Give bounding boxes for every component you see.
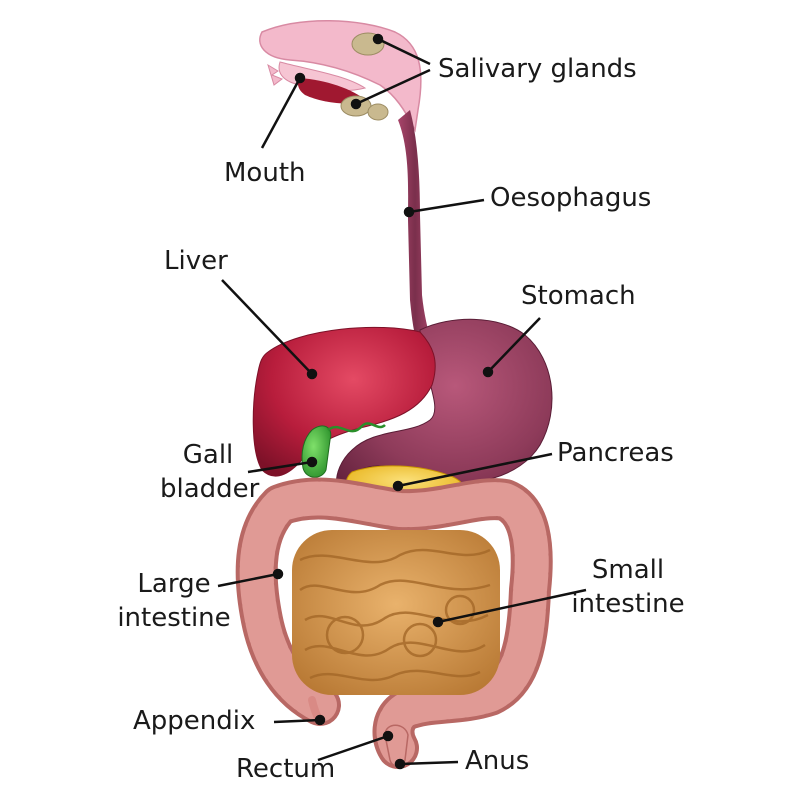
small-intestine-shape: [292, 530, 500, 695]
label-small-intestine-line-1: Small: [566, 553, 690, 587]
label-appendix: Appendix: [133, 704, 255, 738]
label-oesophagus: Oesophagus: [490, 181, 651, 215]
oesophagus-shape: [398, 110, 432, 345]
label-gall-bladder-line-2: bladder: [160, 472, 256, 506]
mouth-shape: [260, 21, 421, 130]
label-large-intestine-line-2: intestine: [112, 601, 236, 635]
label-anus: Anus: [465, 744, 529, 778]
label-mouth: Mouth: [224, 156, 306, 190]
label-rectum: Rectum: [236, 752, 335, 786]
label-liver: Liver: [164, 244, 228, 278]
label-large-intestine-line-1: Large: [112, 567, 236, 601]
label-gall-bladder-line-1: Gall: [160, 438, 256, 472]
label-small-intestine: Small intestine: [566, 553, 690, 621]
label-large-intestine: Large intestine: [112, 567, 236, 635]
label-gall-bladder: Gall bladder: [160, 438, 256, 506]
label-stomach: Stomach: [521, 279, 636, 313]
label-pancreas: Pancreas: [557, 436, 674, 470]
label-salivary-glands: Salivary glands: [438, 52, 637, 86]
label-small-intestine-line-2: intestine: [566, 587, 690, 621]
